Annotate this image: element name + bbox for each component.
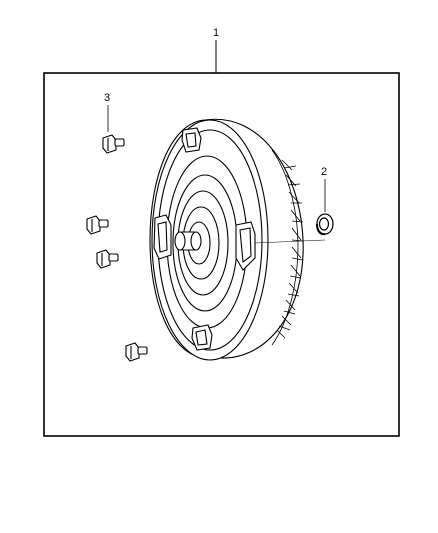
converter-hub [174, 231, 202, 251]
torque-converter [149, 118, 326, 361]
bolt-icon [125, 342, 148, 362]
seal-icon [316, 213, 334, 236]
converter-seal-leader [254, 239, 326, 244]
callout-3-label: 3 [104, 92, 110, 104]
bolt-icon [102, 134, 125, 154]
callout-2-label: 2 [321, 166, 327, 178]
callout-1-label: 1 [213, 27, 219, 39]
mounting-lug-bottom [191, 324, 213, 351]
bolt-icon [86, 215, 109, 235]
bolt-icon [96, 249, 119, 269]
assembly-frame [43, 72, 400, 437]
mounting-lug-top [181, 127, 202, 153]
mounting-lug-left [153, 214, 172, 260]
converter-fins [271, 149, 304, 346]
mounting-lug-right [235, 221, 256, 271]
